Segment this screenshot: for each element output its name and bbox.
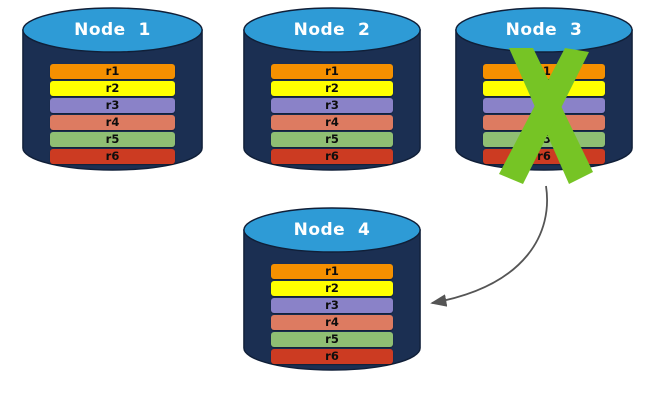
row-bar-r1[interactable]: r1 <box>271 64 393 79</box>
row-bar-r3[interactable]: r3 <box>50 98 175 113</box>
row-bar-r4[interactable]: r4 <box>271 315 393 330</box>
row-bar-r6[interactable]: r6 <box>50 149 175 164</box>
row-bar-r4[interactable]: r4 <box>50 115 175 130</box>
row-bar-r2[interactable]: r2 <box>271 81 393 96</box>
cylinder-top-ellipse <box>455 7 633 53</box>
cylinder-top-ellipse <box>243 207 421 253</box>
row-bar-r4[interactable]: r4 <box>271 115 393 130</box>
row-bar-r6[interactable]: r6 <box>483 149 605 164</box>
row-bar-r5[interactable]: r5 <box>50 132 175 147</box>
row-bar-r6[interactable]: r6 <box>271 149 393 164</box>
row-bar-r2[interactable]: r2 <box>50 81 175 96</box>
row-bar-r5[interactable]: r5 <box>271 332 393 347</box>
cylinder-top-ellipse <box>243 7 421 53</box>
row-bar-r2[interactable]: r2 <box>271 281 393 296</box>
row-bar-r2[interactable]: r2 <box>483 81 605 96</box>
row-bar-r6[interactable]: r6 <box>271 349 393 364</box>
row-bar-r1[interactable]: r1 <box>483 64 605 79</box>
row-bar-r5[interactable]: r5 <box>483 132 605 147</box>
row-bar-r3[interactable]: r3 <box>271 298 393 313</box>
row-bar-r3[interactable]: r3 <box>271 98 393 113</box>
row-list: r1 r2 r3 r4 r5 r6 <box>243 264 421 364</box>
row-bar-r1[interactable]: r1 <box>271 264 393 279</box>
row-bar-r3[interactable]: r3 <box>483 98 605 113</box>
row-list: r1 r2 r3 r4 r5 r6 <box>455 64 633 164</box>
row-bar-r5[interactable]: r5 <box>271 132 393 147</box>
row-bar-r1[interactable]: r1 <box>50 64 175 79</box>
cylinder-top-ellipse <box>22 7 203 53</box>
row-bar-r4[interactable]: r4 <box>483 115 605 130</box>
row-list: r1 r2 r3 r4 r5 r6 <box>243 64 421 164</box>
row-list: r1 r2 r3 r4 r5 r6 <box>22 64 203 164</box>
